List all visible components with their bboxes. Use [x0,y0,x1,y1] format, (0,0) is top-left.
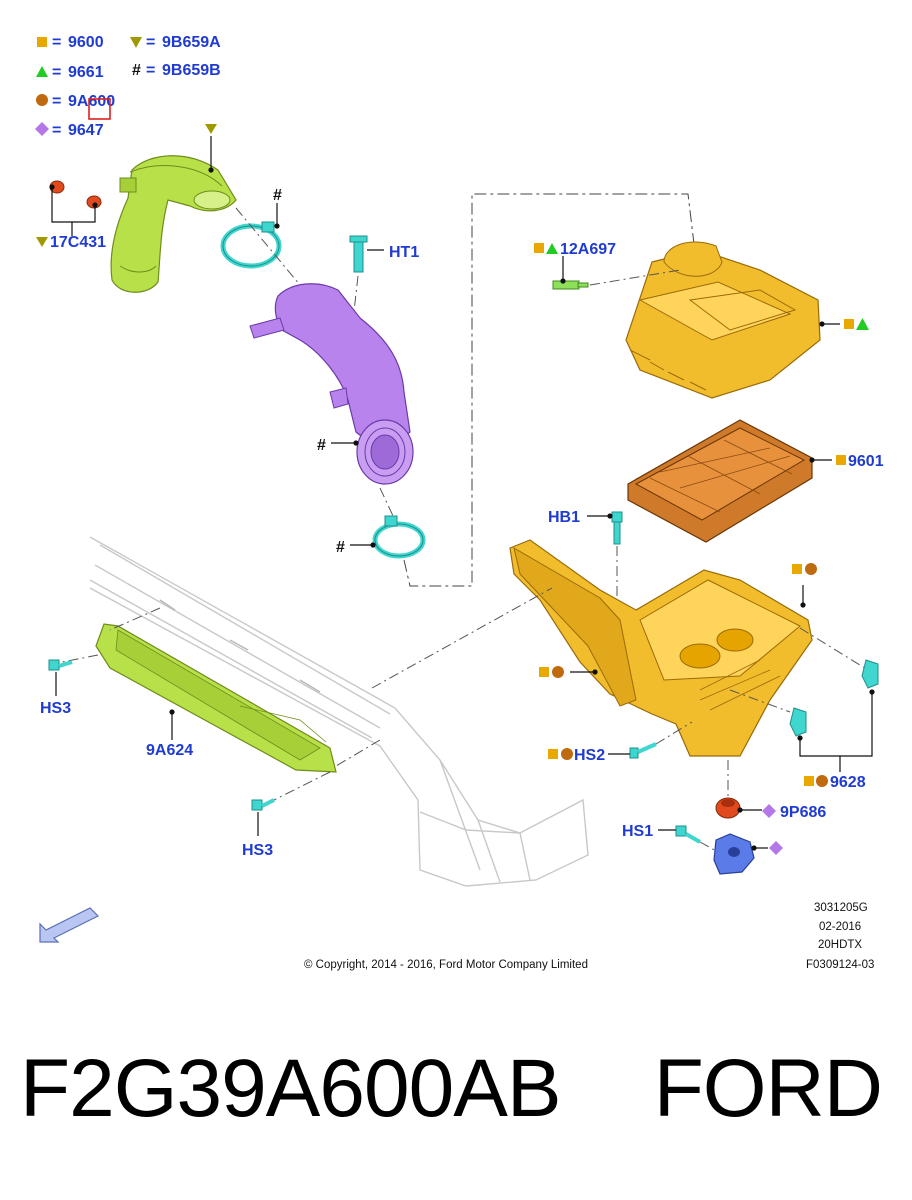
square-icon [534,243,544,253]
label-9p686: 9P686 [762,804,826,821]
meta-code3: F0309124-03 [806,959,874,971]
svg-text:HS2: HS2 [574,747,605,764]
svg-text:HS3: HS3 [40,700,71,717]
legend-item-9647: = 9647 [35,122,104,139]
legend: = 9600 = 9B659A = 9661 # = 9B659B = 9A60… [35,34,221,139]
square-icon [37,37,47,47]
triangle-up-icon [36,66,48,77]
circle-icon [36,94,48,106]
legend-code-9b659b: 9B659B [162,62,221,79]
legend-item-9661: = 9661 [36,64,104,81]
svg-text:9628: 9628 [830,774,866,791]
label-hs2: HS2 [548,747,605,764]
vehicle-frame-rail [89,536,589,887]
svg-text:=: = [52,93,61,110]
square-icon [844,319,854,329]
screw-hs3-lower [251,798,275,811]
clip-right-lower [789,707,807,737]
svg-text:=: = [146,34,155,51]
legend-item-9600: = 9600 [37,34,104,51]
diamond-icon [769,841,783,855]
label-9628: 9628 [804,774,866,791]
diamond-icon [35,122,49,136]
square-icon [792,564,802,574]
triangle-up-icon [856,318,869,330]
svg-text:9601: 9601 [848,453,884,470]
label-cover-symbols [844,318,869,330]
svg-text:9P686: 9P686 [780,804,826,821]
intake-resonator-duct [110,155,237,293]
svg-text:12A697: 12A697 [560,241,616,258]
triangle-down-icon [130,37,142,48]
air-filter-element [627,419,813,543]
label-12a697: 12A697 [534,241,616,258]
meta-code2: 20HDTX [818,939,862,951]
svg-text:HS1: HS1 [622,823,653,840]
circle-icon [816,775,828,787]
svg-text:HS3: HS3 [242,842,273,859]
legend-item-9b659b: # = 9B659B [132,62,221,79]
svg-text:17C431: 17C431 [50,234,106,251]
square-icon [539,667,549,677]
legend-item-9b659a: = 9B659A [130,34,221,51]
meta-code1: 3031205G [814,902,868,914]
highlight-box [88,98,111,120]
mounting-bracket [713,833,755,875]
hash-symbol: # [132,62,141,79]
bolt-hb1 [611,511,623,545]
air-cleaner-housing [509,539,813,757]
circle-icon [561,748,573,760]
circle-icon [552,666,564,678]
isolator-9p686 [715,797,741,819]
part-number-title: F2G39A600AB [20,1043,562,1134]
legend-code-9b659a: 9B659A [162,34,221,51]
front-direction-arrow-icon [39,907,100,943]
hash-label: # [336,539,345,556]
hose-tie-ht1 [349,235,368,273]
screw-hs1 [675,825,701,844]
air-intake-hose [249,283,414,485]
triangle-up-icon [546,243,558,254]
label-17c431: 17C431 [36,234,106,251]
hose-clamp-upper [220,221,282,269]
parts-diagram: = 9600 = 9B659A = 9661 # = 9B659B = 9A60… [35,34,884,971]
square-icon [836,455,846,465]
legend-code-9a600: 9A600 [68,93,115,110]
svg-text:=: = [52,122,61,139]
triangle-down-icon [36,237,48,247]
square-icon [548,749,558,759]
drawing-metadata: 3031205G 02-2016 20HDTX F0309124-03 © Co… [304,902,874,971]
meta-date: 02-2016 [819,921,861,933]
hash-label: # [317,437,326,454]
legend-code-9600: 9600 [68,34,104,51]
label-housing-symbols [792,563,817,575]
maf-sensor-12a697 [552,280,589,290]
hash-label: # [273,187,282,204]
legend-item-9a600: = 9A600 [36,93,115,120]
diamond-icon [762,804,776,818]
screw-hs2 [629,742,657,759]
hose-clamp-lower [372,515,426,559]
legend-code-9661: 9661 [68,64,104,81]
legend-code-9647: 9647 [68,122,104,139]
triangle-down-icon [205,124,217,134]
square-icon [804,776,814,786]
circle-icon [805,563,817,575]
svg-text:HB1: HB1 [548,509,580,526]
svg-text:=: = [146,62,155,79]
svg-text:=: = [52,64,61,81]
screw-hs3-left [48,659,73,671]
air-cleaner-cover [625,241,821,399]
label-duct-symbols [539,666,564,678]
clip-right-upper [861,659,879,689]
brand-title: FORD [653,1043,883,1134]
copyright-text: © Copyright, 2014 - 2016, Ford Motor Com… [304,959,588,971]
svg-text:9A624: 9A624 [146,742,193,759]
air-deflector-9a624 [95,623,337,773]
svg-text:=: = [52,34,61,51]
svg-text:HT1: HT1 [389,244,419,261]
label-9601: 9601 [836,453,884,470]
